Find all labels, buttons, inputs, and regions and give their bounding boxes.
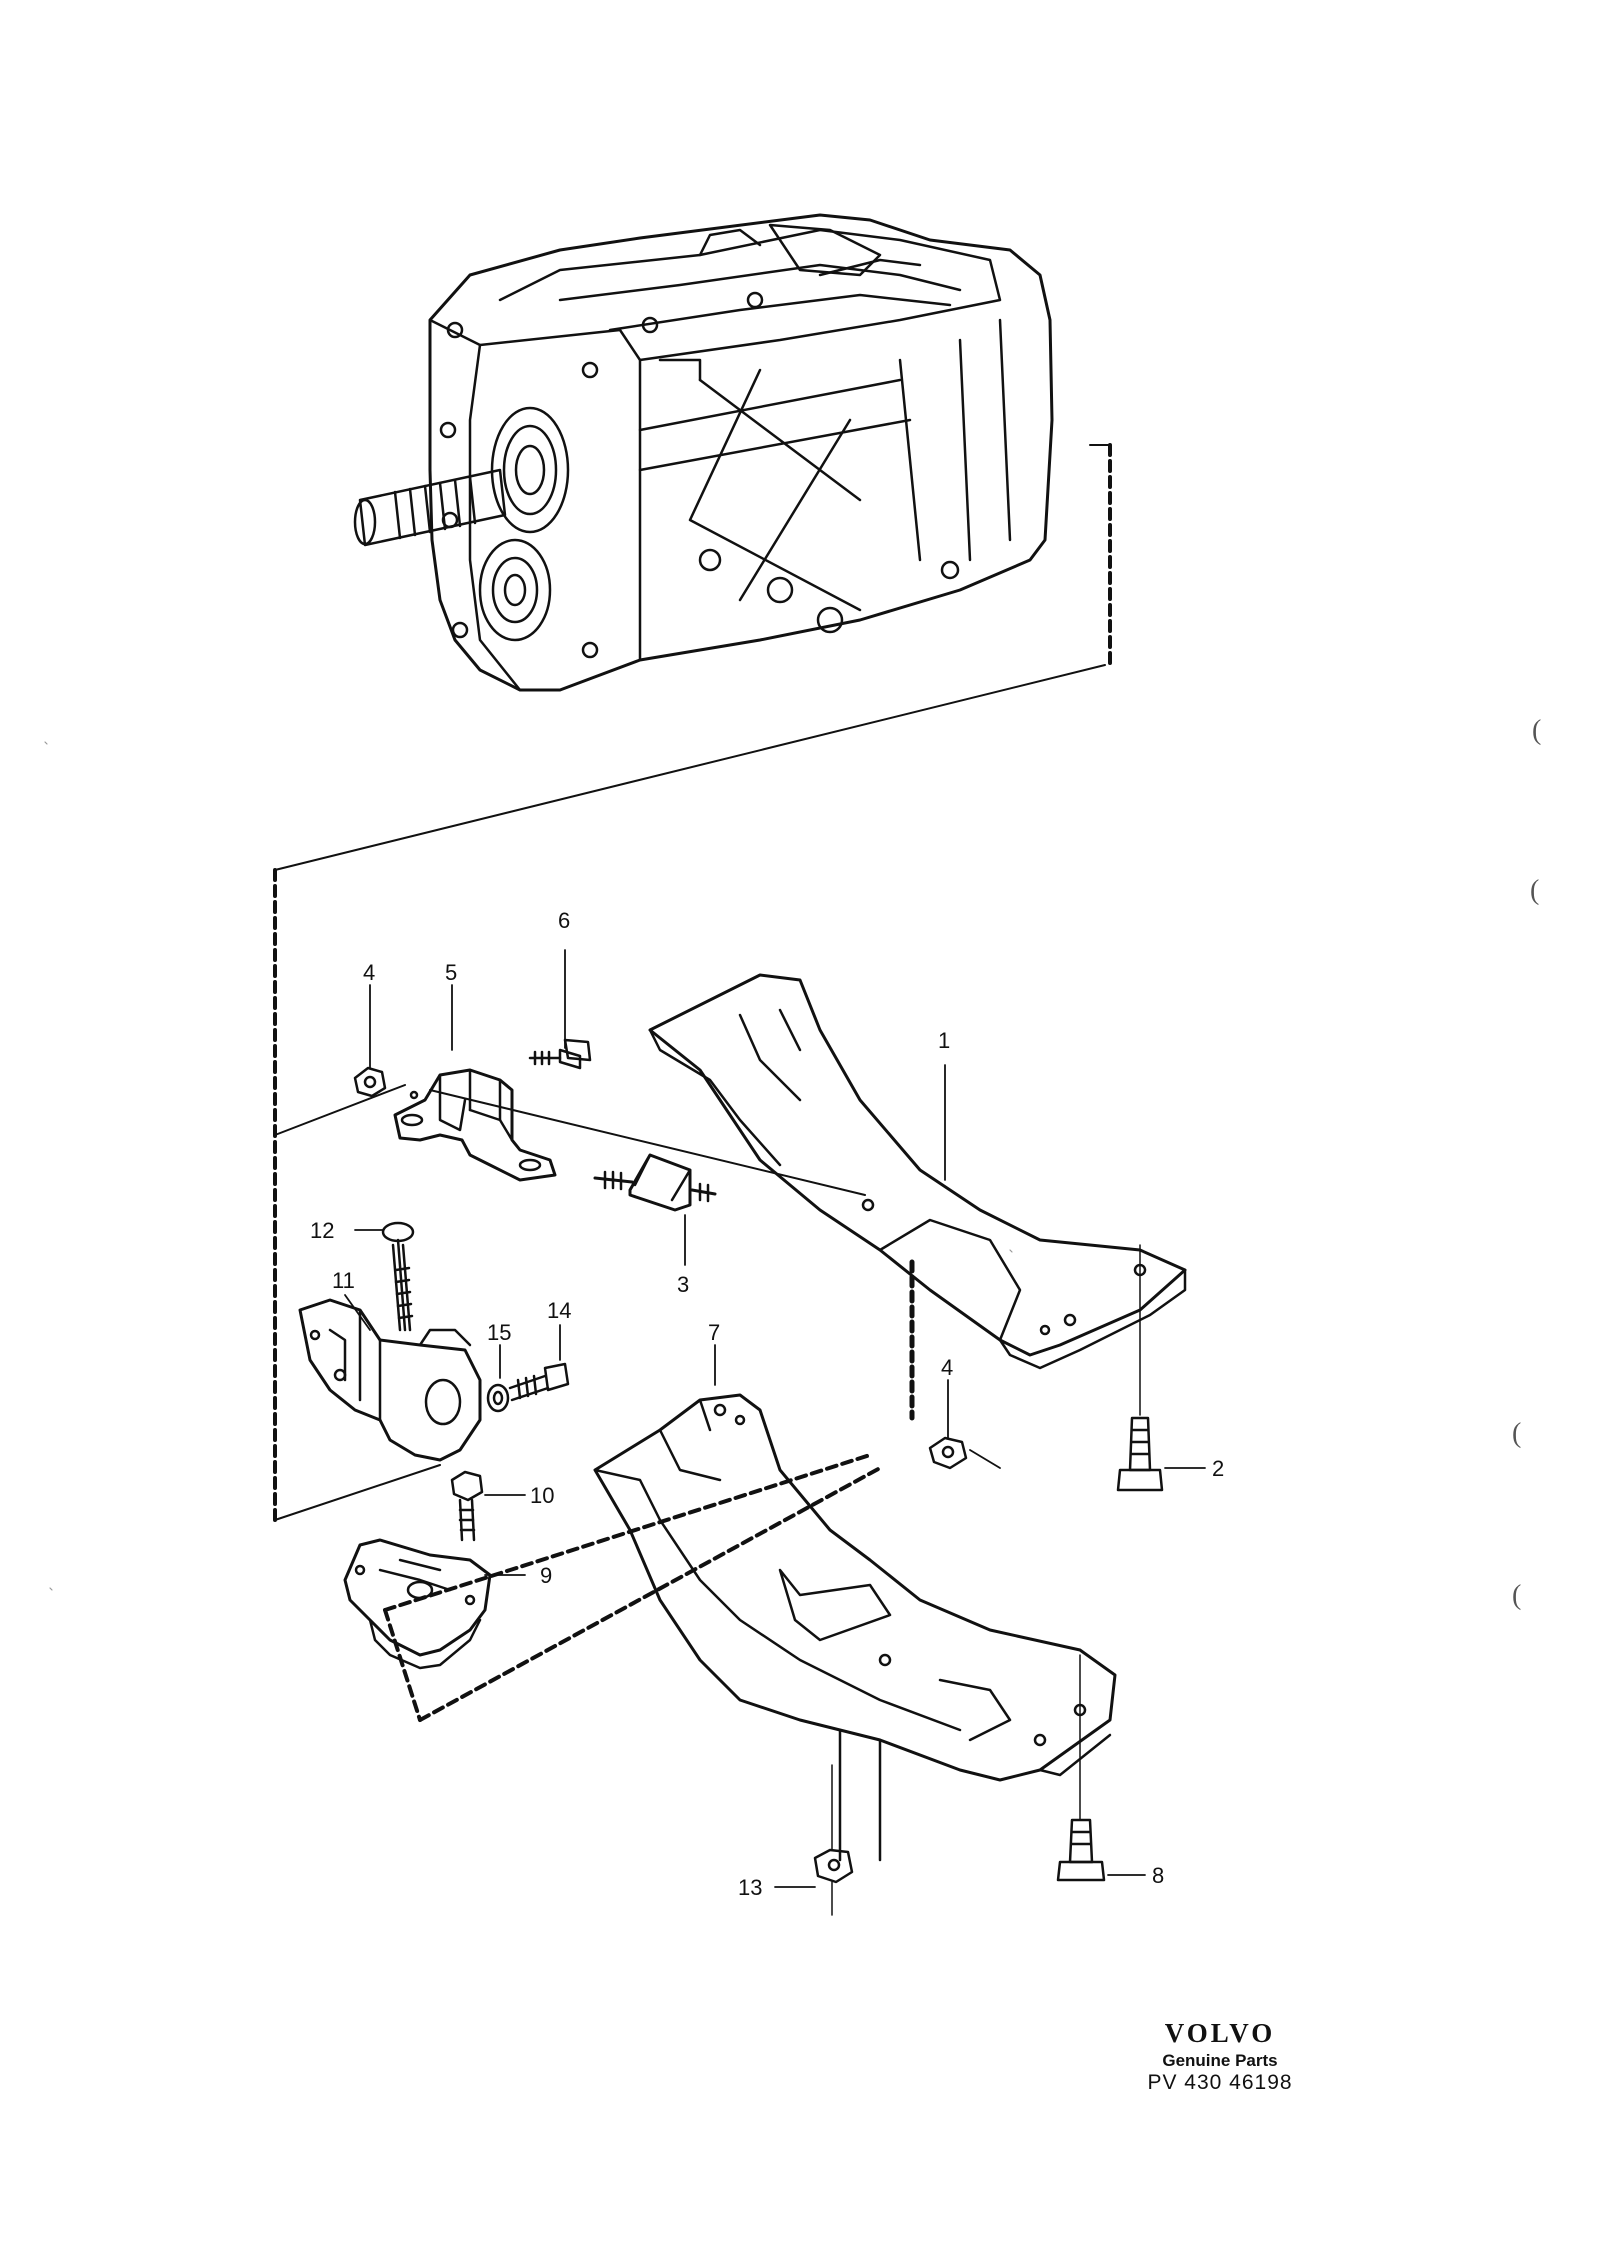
callout-11: 11 [332, 1268, 355, 1293]
margin-mark-4: ( [1512, 1580, 1522, 1611]
margin-mark-1: ( [1532, 715, 1542, 746]
callout-leaders [344, 949, 1206, 1888]
rubber-mount-part-3 [593, 1153, 717, 1212]
callout-12: 12 [310, 1218, 334, 1243]
assembly-solid-lines [274, 444, 1111, 1521]
mount-pad-part-9 [343, 1538, 492, 1670]
gearbox-illustration [353, 213, 1054, 692]
part-diagram-code: PV 430 46198 [1147, 2071, 1293, 2094]
callout-1: 1 [938, 1028, 950, 1053]
crossmember-part-7 [593, 1393, 1117, 1862]
callout-numbers: 1 2 3 4 4 5 6 7 8 9 10 11 12 13 14 15 [310, 908, 1224, 1900]
crossmember-part-1 [648, 973, 1187, 1370]
callout-6: 6 [558, 908, 570, 933]
bracket-part-5 [393, 1068, 557, 1182]
volvo-branding: VOLVO Genuine Parts PV 430 46198 [1120, 2018, 1320, 2095]
callout-15: 15 [487, 1320, 511, 1345]
bolt-part-10 [450, 1470, 484, 1542]
nut-part-13 [813, 1764, 854, 1916]
nut-part-4-lower [928, 1436, 968, 1470]
screw-part-6 [528, 1038, 592, 1070]
margin-mark-3: ( [1512, 1418, 1522, 1449]
bolt-part-8 [1056, 1654, 1106, 1882]
callout-10: 10 [530, 1483, 554, 1508]
washer-part-15 [486, 1383, 510, 1413]
callout-13: 13 [738, 1875, 762, 1900]
callout-9: 9 [540, 1563, 552, 1588]
bolt-part-2 [1116, 1244, 1164, 1492]
callout-3: 3 [677, 1272, 689, 1297]
callout-5: 5 [445, 960, 457, 985]
callout-7: 7 [708, 1320, 720, 1345]
bolt-part-12 [381, 1221, 415, 1332]
volvo-logo: VOLVO [1164, 2018, 1276, 2048]
callout-2: 2 [1212, 1456, 1224, 1481]
assembly-guide-lines [273, 443, 1112, 1722]
scan-specks [44, 741, 1013, 1591]
margin-mark-2: ( [1530, 875, 1540, 906]
bolt-part-14 [508, 1362, 570, 1402]
genuine-parts-label: Genuine Parts [1162, 2051, 1278, 2070]
callout-4b: 4 [941, 1355, 953, 1380]
nut-part-4-upper [353, 1066, 387, 1098]
callout-4a: 4 [363, 960, 375, 985]
callout-8: 8 [1152, 1863, 1164, 1888]
support-part-11 [298, 1298, 482, 1462]
callout-14: 14 [547, 1298, 571, 1323]
